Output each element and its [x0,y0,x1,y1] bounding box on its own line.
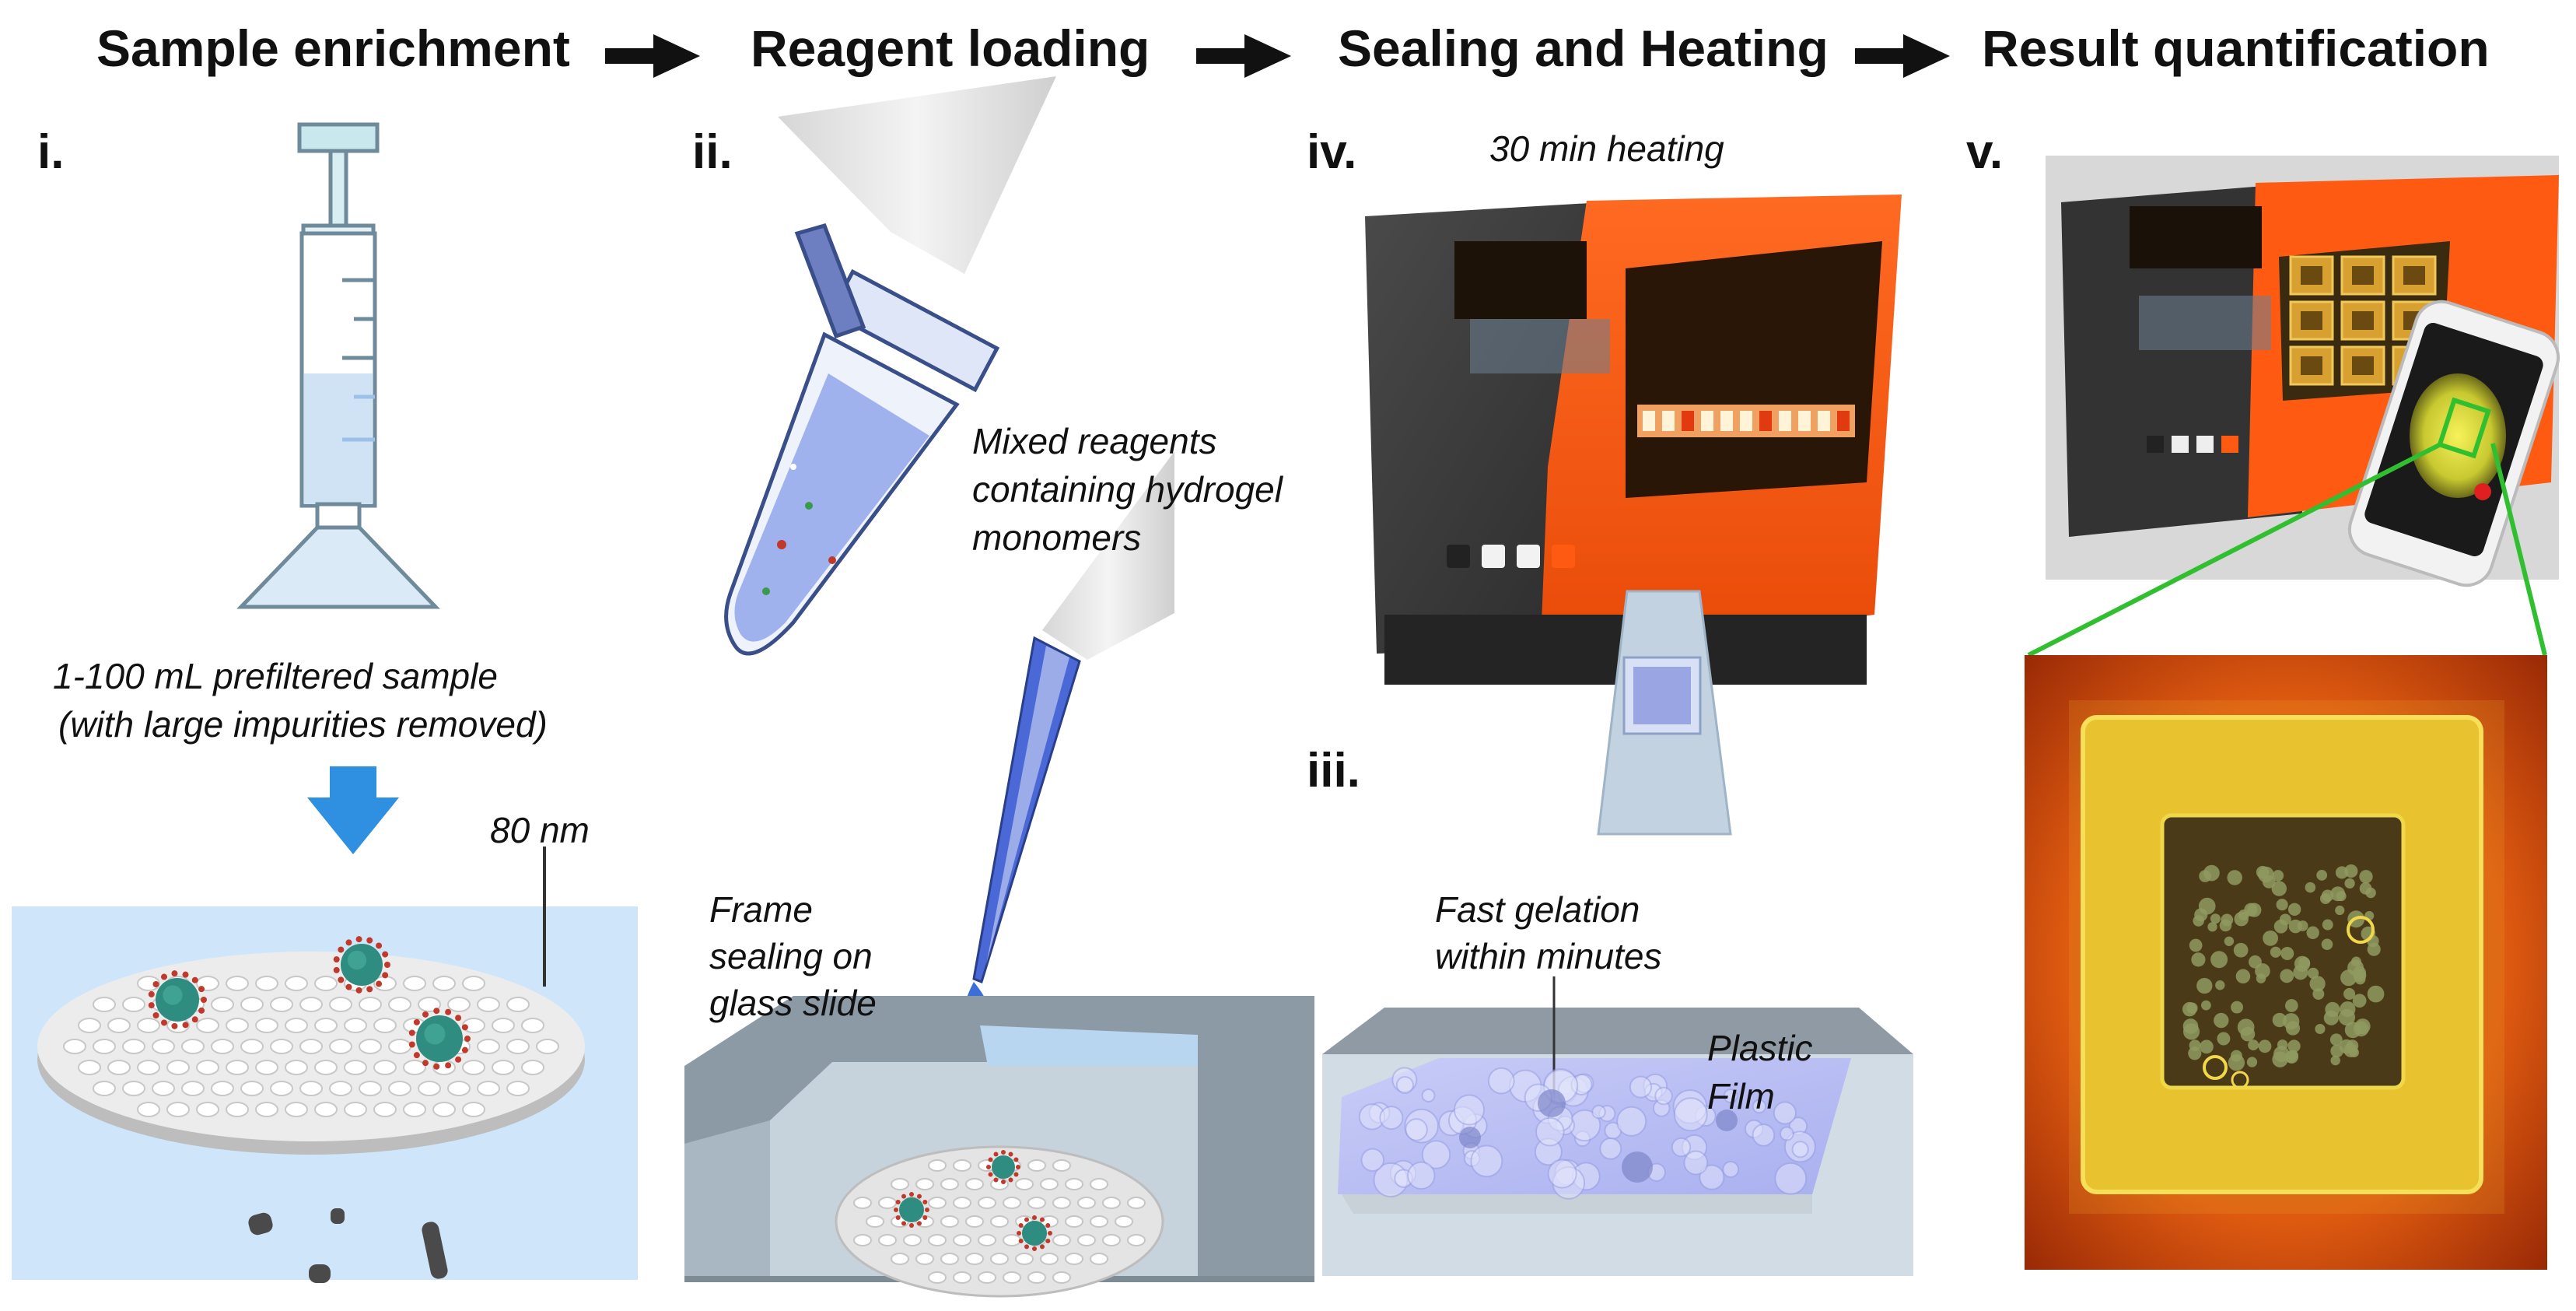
virus-icon [986,1150,1020,1184]
flow-arrow-1 [605,34,700,78]
digital-droplets [2182,864,2385,1089]
pipette-tip-top [778,76,1056,274]
virus-icon [148,970,207,1029]
reagent-caption-line2: containing hydrogel [972,469,1283,510]
film-caption-line1: Plastic [1707,1028,1813,1068]
virus-particles-in-frame [894,1150,1052,1251]
stage-title-sealing-heating: Sealing and Heating [1338,19,1829,77]
microcentrifuge-tube-icon [724,223,1000,656]
glass-slide [1597,590,1732,836]
syringe-icon [236,122,440,609]
zoom-lines [2027,441,2547,657]
virus-particles [148,936,471,1070]
debris-particles [248,1208,448,1283]
virus-icon [1017,1215,1052,1251]
filter-membrane [37,952,585,1155]
gelation-caption-line2: within minutes [1435,936,1662,976]
gel-bubbles [1358,1067,1816,1200]
flow-arrow-3 [1855,34,1950,78]
film-caption-line2: Film [1707,1076,1775,1116]
heating-caption: 30 min heating [1489,128,1724,169]
sample-caption-line1: 1-100 mL prefiltered sample [53,656,498,696]
virus-icon [408,1008,471,1070]
panel-numeral-i: i. [37,125,65,179]
stage-title-reagent-loading: Reagent loading [751,19,1150,77]
fluorescence-image [2025,655,2547,1270]
panel-numeral-iv: iv. [1307,125,1357,179]
frame-caption-line2: sealing on [709,936,873,976]
stage-title-result-quantification: Result quantification [1982,19,2490,77]
panel-numeral-iii: iii. [1307,744,1360,797]
panel-numeral-ii: ii. [692,125,733,179]
reagent-particles [762,464,836,595]
smartphone-icon [2347,300,2560,587]
gelation-caption-line1: Fast gelation [1435,889,1640,930]
panel-numeral-v: v. [1966,125,2004,179]
reagent-caption-line1: Mixed reagents [972,421,1217,461]
virus-icon [333,936,390,994]
down-arrow-icon [307,766,399,854]
heater-led-strip [1643,411,1850,431]
frame-caption-line1: Frame [709,889,813,930]
pipette-tip-bottom [963,451,1174,1033]
virus-icon [894,1192,929,1228]
reagent-caption-line3: monomers [972,517,1142,558]
sample-caption-line2: (with large impurities removed) [58,704,548,745]
pore-size-label: 80 nm [490,810,590,850]
stage-title-sample-enrichment: Sample enrichment [96,19,570,77]
flow-arrow-2 [1196,34,1291,78]
frame-caption-line3: glass slide [709,983,877,1023]
